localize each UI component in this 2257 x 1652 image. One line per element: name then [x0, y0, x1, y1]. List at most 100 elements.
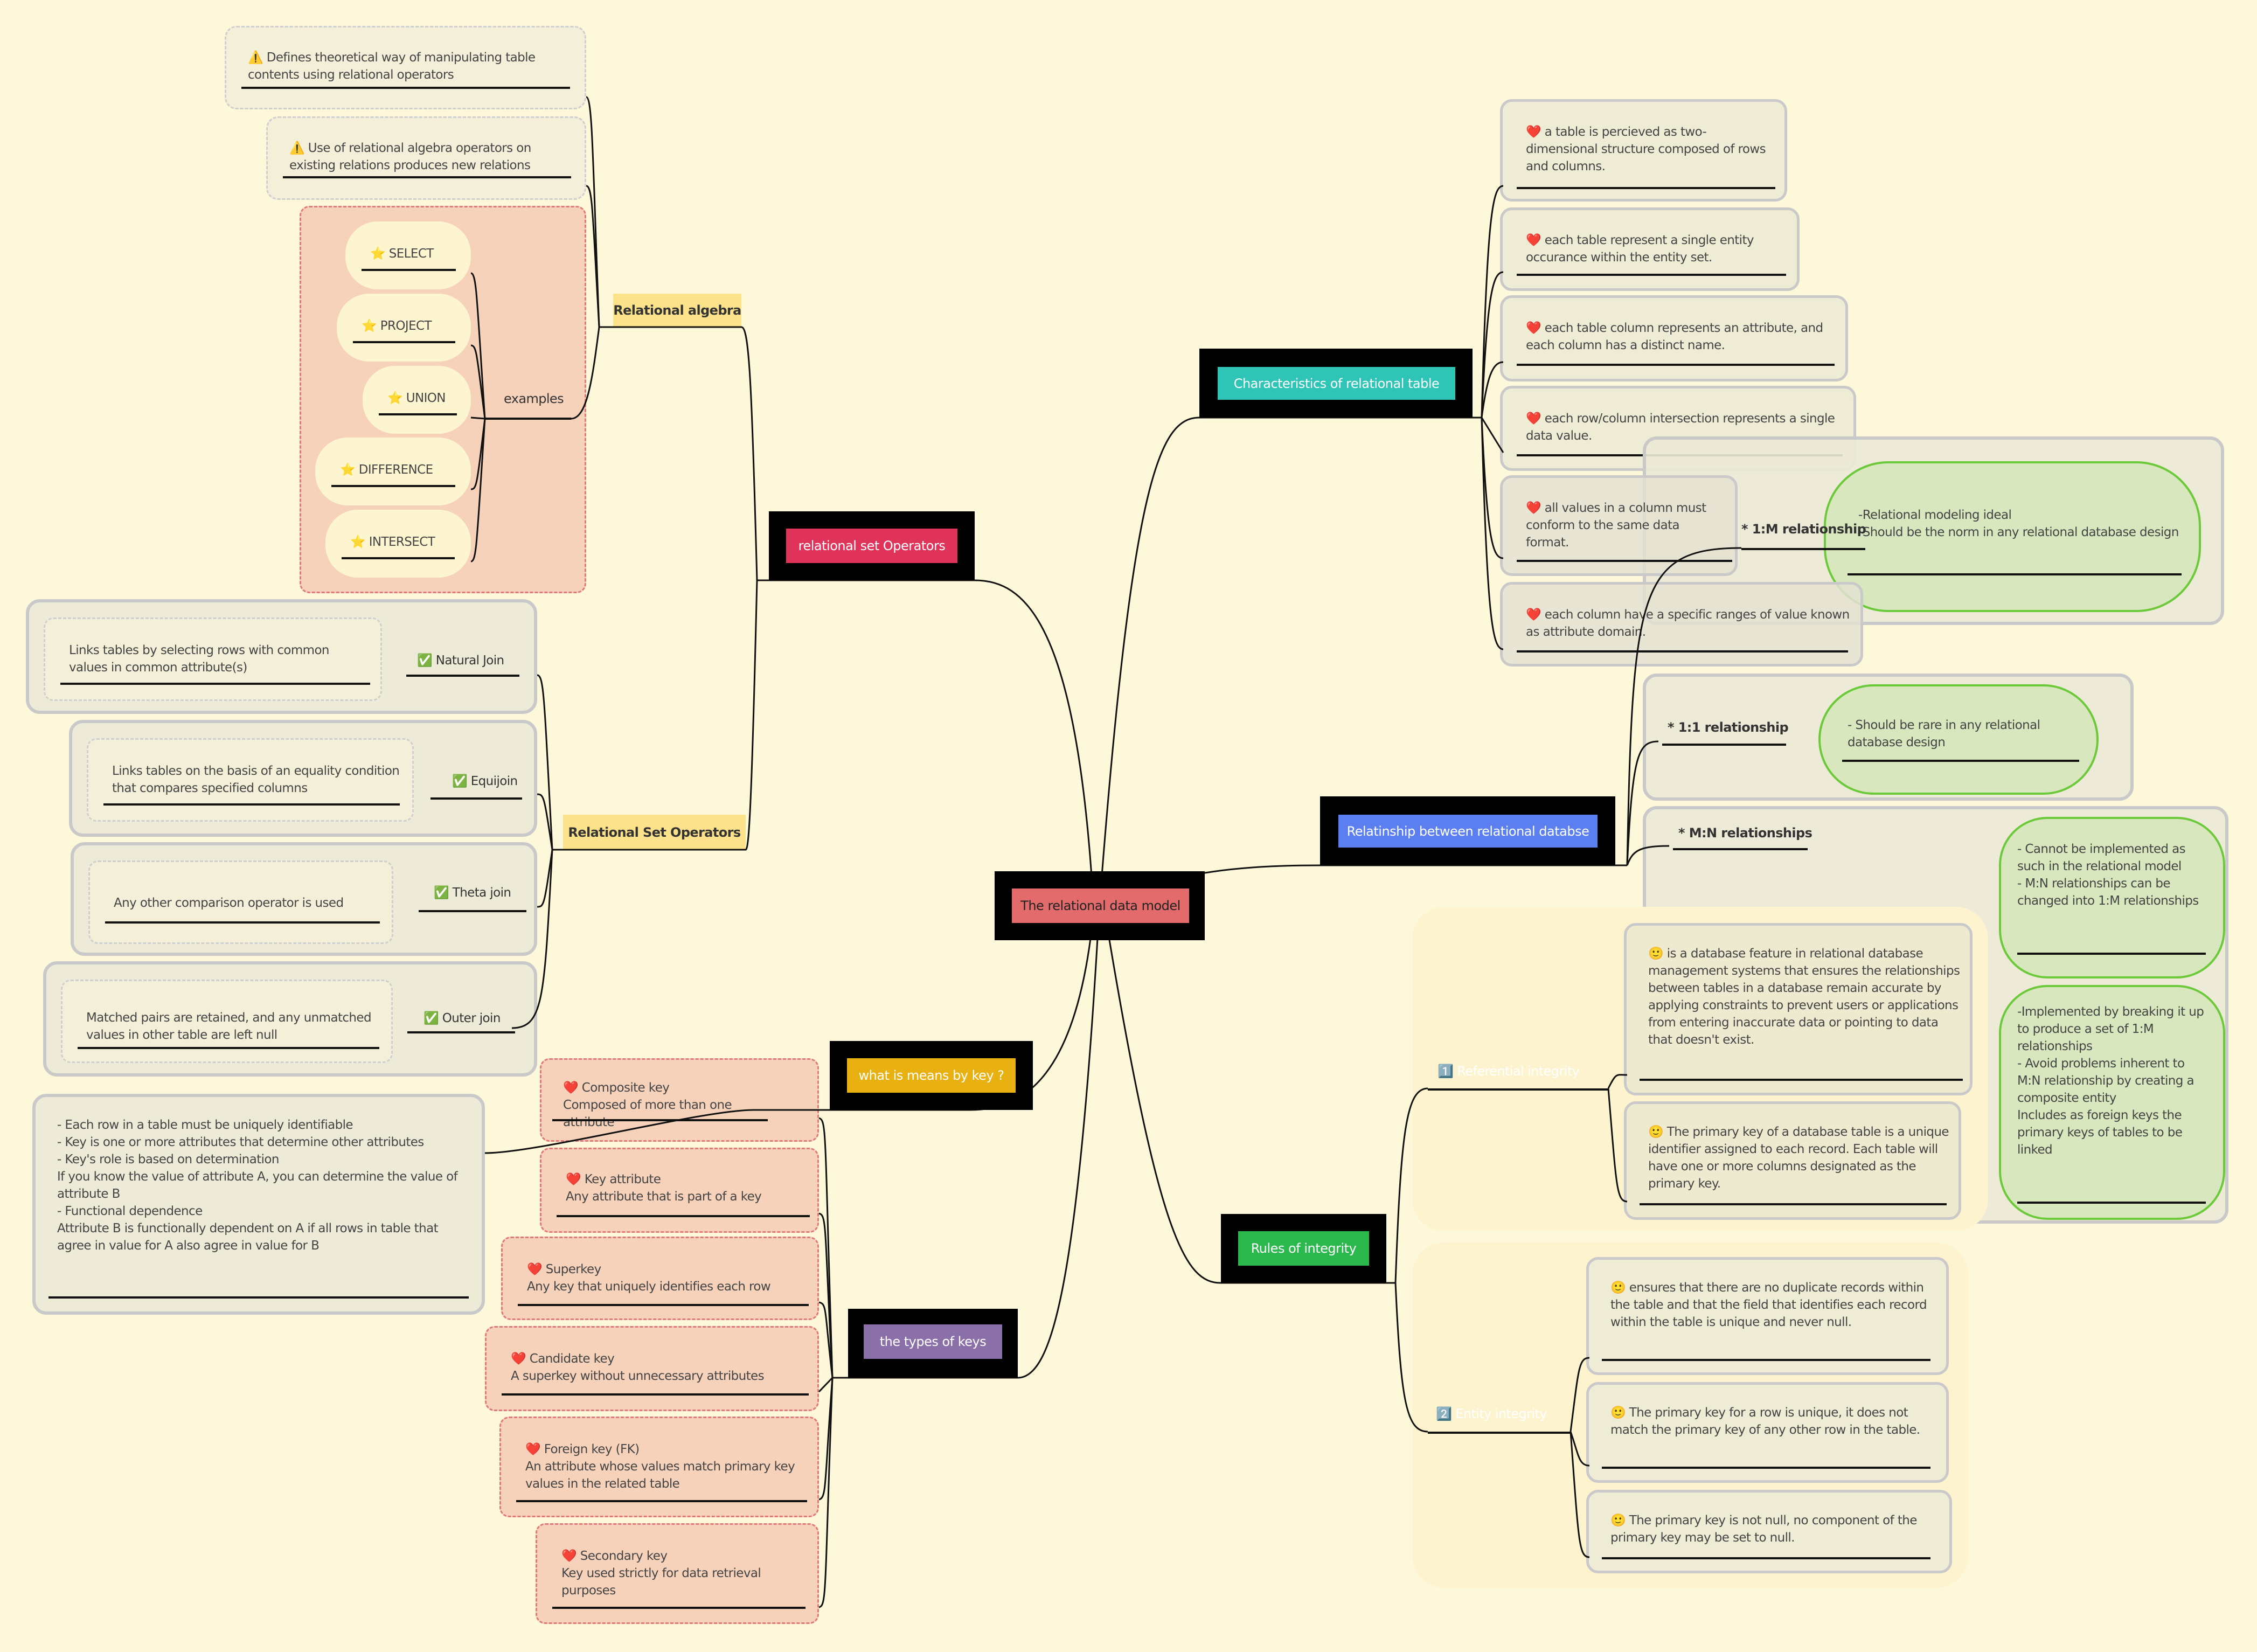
relational-algebra-node[interactable]: Relational algebra: [613, 294, 741, 327]
one-to-many-label[interactable]: * 1:M relationship: [1741, 522, 1866, 537]
entity-integrity-item-1[interactable]: 🙂 ensures that there are no duplicate re…: [1586, 1257, 1949, 1375]
underline: [48, 1296, 469, 1299]
cloud-text: - Cannot be implemented as such in the r…: [2017, 842, 2199, 908]
branch-label: relational set Operators: [786, 529, 957, 563]
underline: [1741, 548, 1865, 550]
underline: [1602, 1467, 1930, 1469]
underline: [1842, 760, 2079, 762]
underline: [362, 269, 456, 271]
cloud-text: - Should be rare in any relational datab…: [1848, 718, 2040, 749]
characteristic-6[interactable]: ❤️ each column have a specific ranges of…: [1500, 582, 1863, 667]
underline: [379, 413, 457, 415]
many-to-many-label[interactable]: * M:N relationships: [1678, 825, 1812, 841]
natural-join-label[interactable]: ✅ Natural Join: [417, 654, 504, 668]
underline: [552, 1607, 805, 1609]
example-select[interactable]: ⭐ SELECT: [345, 221, 471, 289]
characteristics-branch[interactable]: Characteristics of relational table: [1199, 349, 1473, 418]
note-text: ⚠️ Defines theoretical way of manipulati…: [248, 51, 536, 82]
underline: [557, 1215, 810, 1217]
outer-join-group: Matched pairs are retained, and any unma…: [43, 961, 537, 1077]
entity-integrity-label[interactable]: 2️⃣ Entity integrity: [1436, 1406, 1547, 1421]
many-to-many-cloud-2[interactable]: -Implemented by breaking it up to produc…: [1999, 985, 2225, 1220]
underline: [406, 675, 519, 677]
underline: [1602, 1359, 1930, 1361]
key-meaning-desc[interactable]: - Each row in a table must be uniquely i…: [32, 1094, 485, 1315]
theta-join-label[interactable]: ✅ Theta join: [434, 886, 511, 900]
equijoin-desc[interactable]: Links tables on the basis of an equality…: [87, 738, 414, 822]
example-difference[interactable]: ⭐ DIFFERENCE: [315, 438, 471, 505]
key-types-branch[interactable]: the types of keys: [848, 1309, 1018, 1378]
key-meaning-text: - Each row in a table must be uniquely i…: [57, 1118, 458, 1253]
key-meaning-branch[interactable]: what is means by key ?: [830, 1041, 1033, 1110]
example-intersect[interactable]: ⭐ INTERSECT: [325, 510, 471, 578]
relationships-branch[interactable]: Relatinship between relational databse: [1320, 796, 1615, 865]
underline: [430, 797, 522, 800]
note-text: ⚠️ Use of relational algebra operators o…: [289, 141, 531, 172]
underline: [1517, 364, 1835, 366]
characteristic-3[interactable]: ❤️ each table column represents an attri…: [1500, 295, 1848, 381]
integrity-text: 🙂 The primary key is not null, no compon…: [1610, 1514, 1917, 1545]
relational-set-operators-branch[interactable]: relational set Operators: [769, 511, 975, 580]
example-label: ⭐ PROJECT: [362, 319, 432, 333]
theta-join-desc[interactable]: Any other comparison operator is used: [88, 860, 393, 944]
algebra-note-2[interactable]: ⚠️ Use of relational algebra operators o…: [266, 116, 586, 200]
referential-integrity-label[interactable]: 1️⃣ Referential integrity: [1437, 1064, 1580, 1079]
key-title: ❤️ Composite key: [563, 1081, 670, 1095]
characteristic-2[interactable]: ❤️ each table represent a single entity …: [1500, 207, 1800, 291]
underline: [1428, 1088, 1608, 1091]
characteristic-text: ❤️ each row/column intersection represen…: [1526, 412, 1835, 443]
outer-join-desc[interactable]: Matched pairs are retained, and any unma…: [61, 980, 393, 1063]
underline: [331, 485, 455, 487]
underline: [485, 418, 571, 420]
referential-integrity-item-2[interactable]: 🙂 The primary key of a database table is…: [1624, 1101, 1961, 1220]
key-desc: Key used strictly for data retrieval pur…: [561, 1566, 761, 1598]
underline: [2017, 1202, 2206, 1204]
example-project[interactable]: ⭐ PROJECT: [337, 294, 471, 362]
integrity-text: 🙂 The primary key of a database table is…: [1648, 1125, 1949, 1191]
underline: [1673, 848, 1808, 850]
outer-join-label[interactable]: ✅ Outer join: [423, 1011, 501, 1025]
underline: [1517, 274, 1786, 276]
characteristic-text: ❤️ each column have a specific ranges of…: [1526, 608, 1850, 639]
referential-integrity-item-1[interactable]: 🙂 is a database feature in relational da…: [1624, 923, 1973, 1095]
example-union[interactable]: ⭐ UNION: [363, 366, 471, 434]
characteristic-1[interactable]: ❤️ a table is percieved as two-dimension…: [1500, 99, 1787, 202]
example-label: ⭐ SELECT: [370, 247, 434, 261]
entity-integrity-item-3[interactable]: 🙂 The primary key is not null, no compon…: [1586, 1490, 1952, 1573]
characteristic-text: ❤️ a table is percieved as two-dimension…: [1526, 125, 1766, 173]
underline: [419, 910, 526, 912]
one-to-one-label[interactable]: * 1:1 relationship: [1668, 720, 1789, 735]
branch-label: Characteristics of relational table: [1218, 367, 1455, 400]
equijoin-group: Links tables on the basis of an equality…: [69, 720, 537, 837]
key-title: ❤️ Foreign key (FK): [525, 1442, 640, 1456]
characteristic-text: ❤️ all values in a column must conform t…: [1526, 501, 1706, 550]
underline: [103, 803, 400, 806]
entity-integrity-item-2[interactable]: 🙂 The primary key for a row is unique, i…: [1586, 1382, 1949, 1483]
join-desc: Matched pairs are retained, and any unma…: [86, 1011, 372, 1042]
characteristic-5[interactable]: ❤️ all values in a column must conform t…: [1500, 475, 1738, 576]
one-to-one-cloud[interactable]: - Should be rare in any relational datab…: [1818, 684, 2099, 795]
equijoin-label[interactable]: ✅ Equijoin: [452, 774, 518, 788]
example-label: ⭐ INTERSECT: [350, 535, 435, 549]
one-to-many-cloud[interactable]: -Relational modeling ideal -Should be th…: [1824, 461, 2201, 612]
branch-label: Rules of integrity: [1238, 1231, 1369, 1266]
many-to-many-cloud-1[interactable]: - Cannot be implemented as such in the r…: [1999, 817, 2225, 978]
integrity-branch[interactable]: Rules of integrity: [1221, 1214, 1386, 1283]
central-node[interactable]: The relational data model: [995, 871, 1205, 940]
underline: [552, 1119, 768, 1121]
algebra-note-1[interactable]: ⚠️ Defines theoretical way of manipulati…: [225, 26, 586, 109]
relational-set-operators-node[interactable]: Relational Set Operators: [563, 815, 746, 850]
natural-join-desc[interactable]: Links tables by selecting rows with comm…: [44, 617, 382, 701]
key-type-foreign[interactable]: ❤️ Foreign key (FK)An attribute whose va…: [499, 1417, 819, 1517]
underline: [1428, 1432, 1571, 1434]
underline: [283, 176, 571, 178]
central-label: The relational data model: [1012, 889, 1189, 923]
example-label: ⭐ DIFFERENCE: [340, 463, 433, 477]
underline: [516, 1500, 807, 1502]
examples-label[interactable]: examples: [504, 391, 564, 406]
